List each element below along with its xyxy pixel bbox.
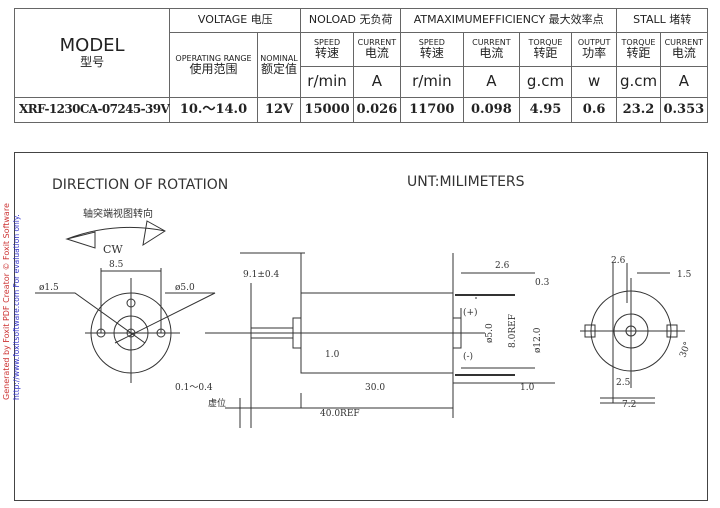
col-cn: 电流 <box>364 46 389 61</box>
col-en: TORQUE <box>621 38 656 47</box>
dim-0-1-0-4: 0.1～0.4 <box>175 383 213 393</box>
plus-terminal: (+) <box>463 307 478 318</box>
col-unit: A <box>462 66 521 98</box>
col-en: SPEED <box>313 38 341 47</box>
maxeff-header: ATMAXIMUMEFFICIENCY 最大效率点 <box>400 8 618 33</box>
stall-header: STALL 堵转 <box>616 8 708 33</box>
col-value: 10.～14.0 <box>169 97 258 123</box>
col-cn: 使用范围 <box>189 61 238 76</box>
dim-8-ref: 8.0REF <box>508 314 518 348</box>
col-unit: r/min <box>300 66 354 98</box>
watermark-line2: http://www.foxitsoftware.com For evaluat… <box>12 214 21 400</box>
col-value: 0.098 <box>462 97 521 123</box>
rear-dim-2-6: 2.6 <box>611 256 626 266</box>
col-value: 0.353 <box>659 97 709 123</box>
col-en: OPERATING RANGE <box>175 53 252 63</box>
col-en: CURRENT <box>357 38 397 47</box>
dim-30: 30.0 <box>365 383 385 393</box>
dim-2-6: 2.6 <box>495 261 510 271</box>
col-en: OUTPUT <box>577 38 611 47</box>
drawing-frame: DIRECTION OF ROTATION UNT:MILIMETERS 轴突端… <box>14 152 708 501</box>
col-value: 0.6 <box>570 97 618 123</box>
rear-dim-2-5: 2.5 <box>616 378 631 388</box>
col-en: CURRENT <box>664 38 704 47</box>
rear-view <box>580 263 685 404</box>
col-value: 15000 <box>300 97 354 123</box>
col-value: 0.026 <box>352 97 402 123</box>
rotation-arrow-icon <box>65 220 166 249</box>
rear-angle-30: 30° <box>678 341 693 359</box>
col-cn: 转速 <box>419 46 444 61</box>
noload-header: NOLOAD 无负荷 <box>300 8 402 33</box>
col-unit: g.cm <box>519 66 572 98</box>
col-value: 12V <box>256 97 302 123</box>
col-unit: w <box>570 66 618 98</box>
col-cn: 转距 <box>626 46 651 61</box>
col-cn: 电流 <box>671 46 696 61</box>
dim-phi-1-5: ø1.5 <box>39 283 59 293</box>
col-value: 4.95 <box>519 97 572 123</box>
col-cn: 功率 <box>582 46 607 61</box>
side-view <box>205 252 555 428</box>
col-unit: A <box>352 66 402 98</box>
col-cn: 转距 <box>533 46 558 61</box>
col-en: SPEED <box>418 38 445 47</box>
dim-40-ref: 40.0REF <box>320 409 360 419</box>
rear-dim-1-5: 1.5 <box>677 270 692 280</box>
col-unit: g.cm <box>616 66 661 98</box>
model-cn: 型号 <box>80 55 105 70</box>
motor-drawing: DIRECTION OF ROTATION UNT:MILIMETERS 轴突端… <box>35 174 693 428</box>
col-en: CURRENT <box>472 38 511 47</box>
col-en: TORQUE <box>528 38 563 47</box>
virtual-position: 虚位 <box>208 397 226 409</box>
dim-phi-5: ø5.0 <box>485 323 495 343</box>
dim-8-5: 8.5 <box>109 260 124 270</box>
minus-terminal: (-) <box>463 351 473 362</box>
rear-dim-7-2: 7.2 <box>622 400 636 410</box>
model-label: MODEL <box>59 34 125 56</box>
watermark-line1: Generated by Foxit PDF Creator © Foxit S… <box>2 203 11 400</box>
col-cn: 额定值 <box>261 61 298 76</box>
dim-1-0-b: 1.0 <box>520 383 535 393</box>
direction-title: DIRECTION OF ROTATION <box>52 177 228 193</box>
dim-9-1: 9.1±0.4 <box>243 270 279 280</box>
col-en: NOMINAL <box>260 53 298 63</box>
col-value: 23.2 <box>616 97 661 123</box>
col-unit: A <box>659 66 709 98</box>
dim-phi-12: ø12.0 <box>533 327 543 353</box>
dim-phi-5-0: ø5.0 <box>175 283 195 293</box>
front-view <box>35 268 216 383</box>
dim-1-0-a: 1.0 <box>325 350 340 360</box>
dim-0-3: 0.3 <box>535 278 550 288</box>
col-unit: r/min <box>400 66 464 98</box>
col-cn: 转速 <box>315 46 340 61</box>
unit-title: UNT:MILIMETERS <box>407 174 525 190</box>
view-note: 轴突端视图转向 <box>83 207 153 220</box>
col-cn: 电流 <box>479 46 504 61</box>
model-value: XRF-1230CA-07245-39V <box>13 97 171 123</box>
voltage-header: VOLTAGE 电压 <box>169 8 302 33</box>
col-value: 11700 <box>400 97 464 123</box>
rotation-label: CW <box>103 243 123 256</box>
